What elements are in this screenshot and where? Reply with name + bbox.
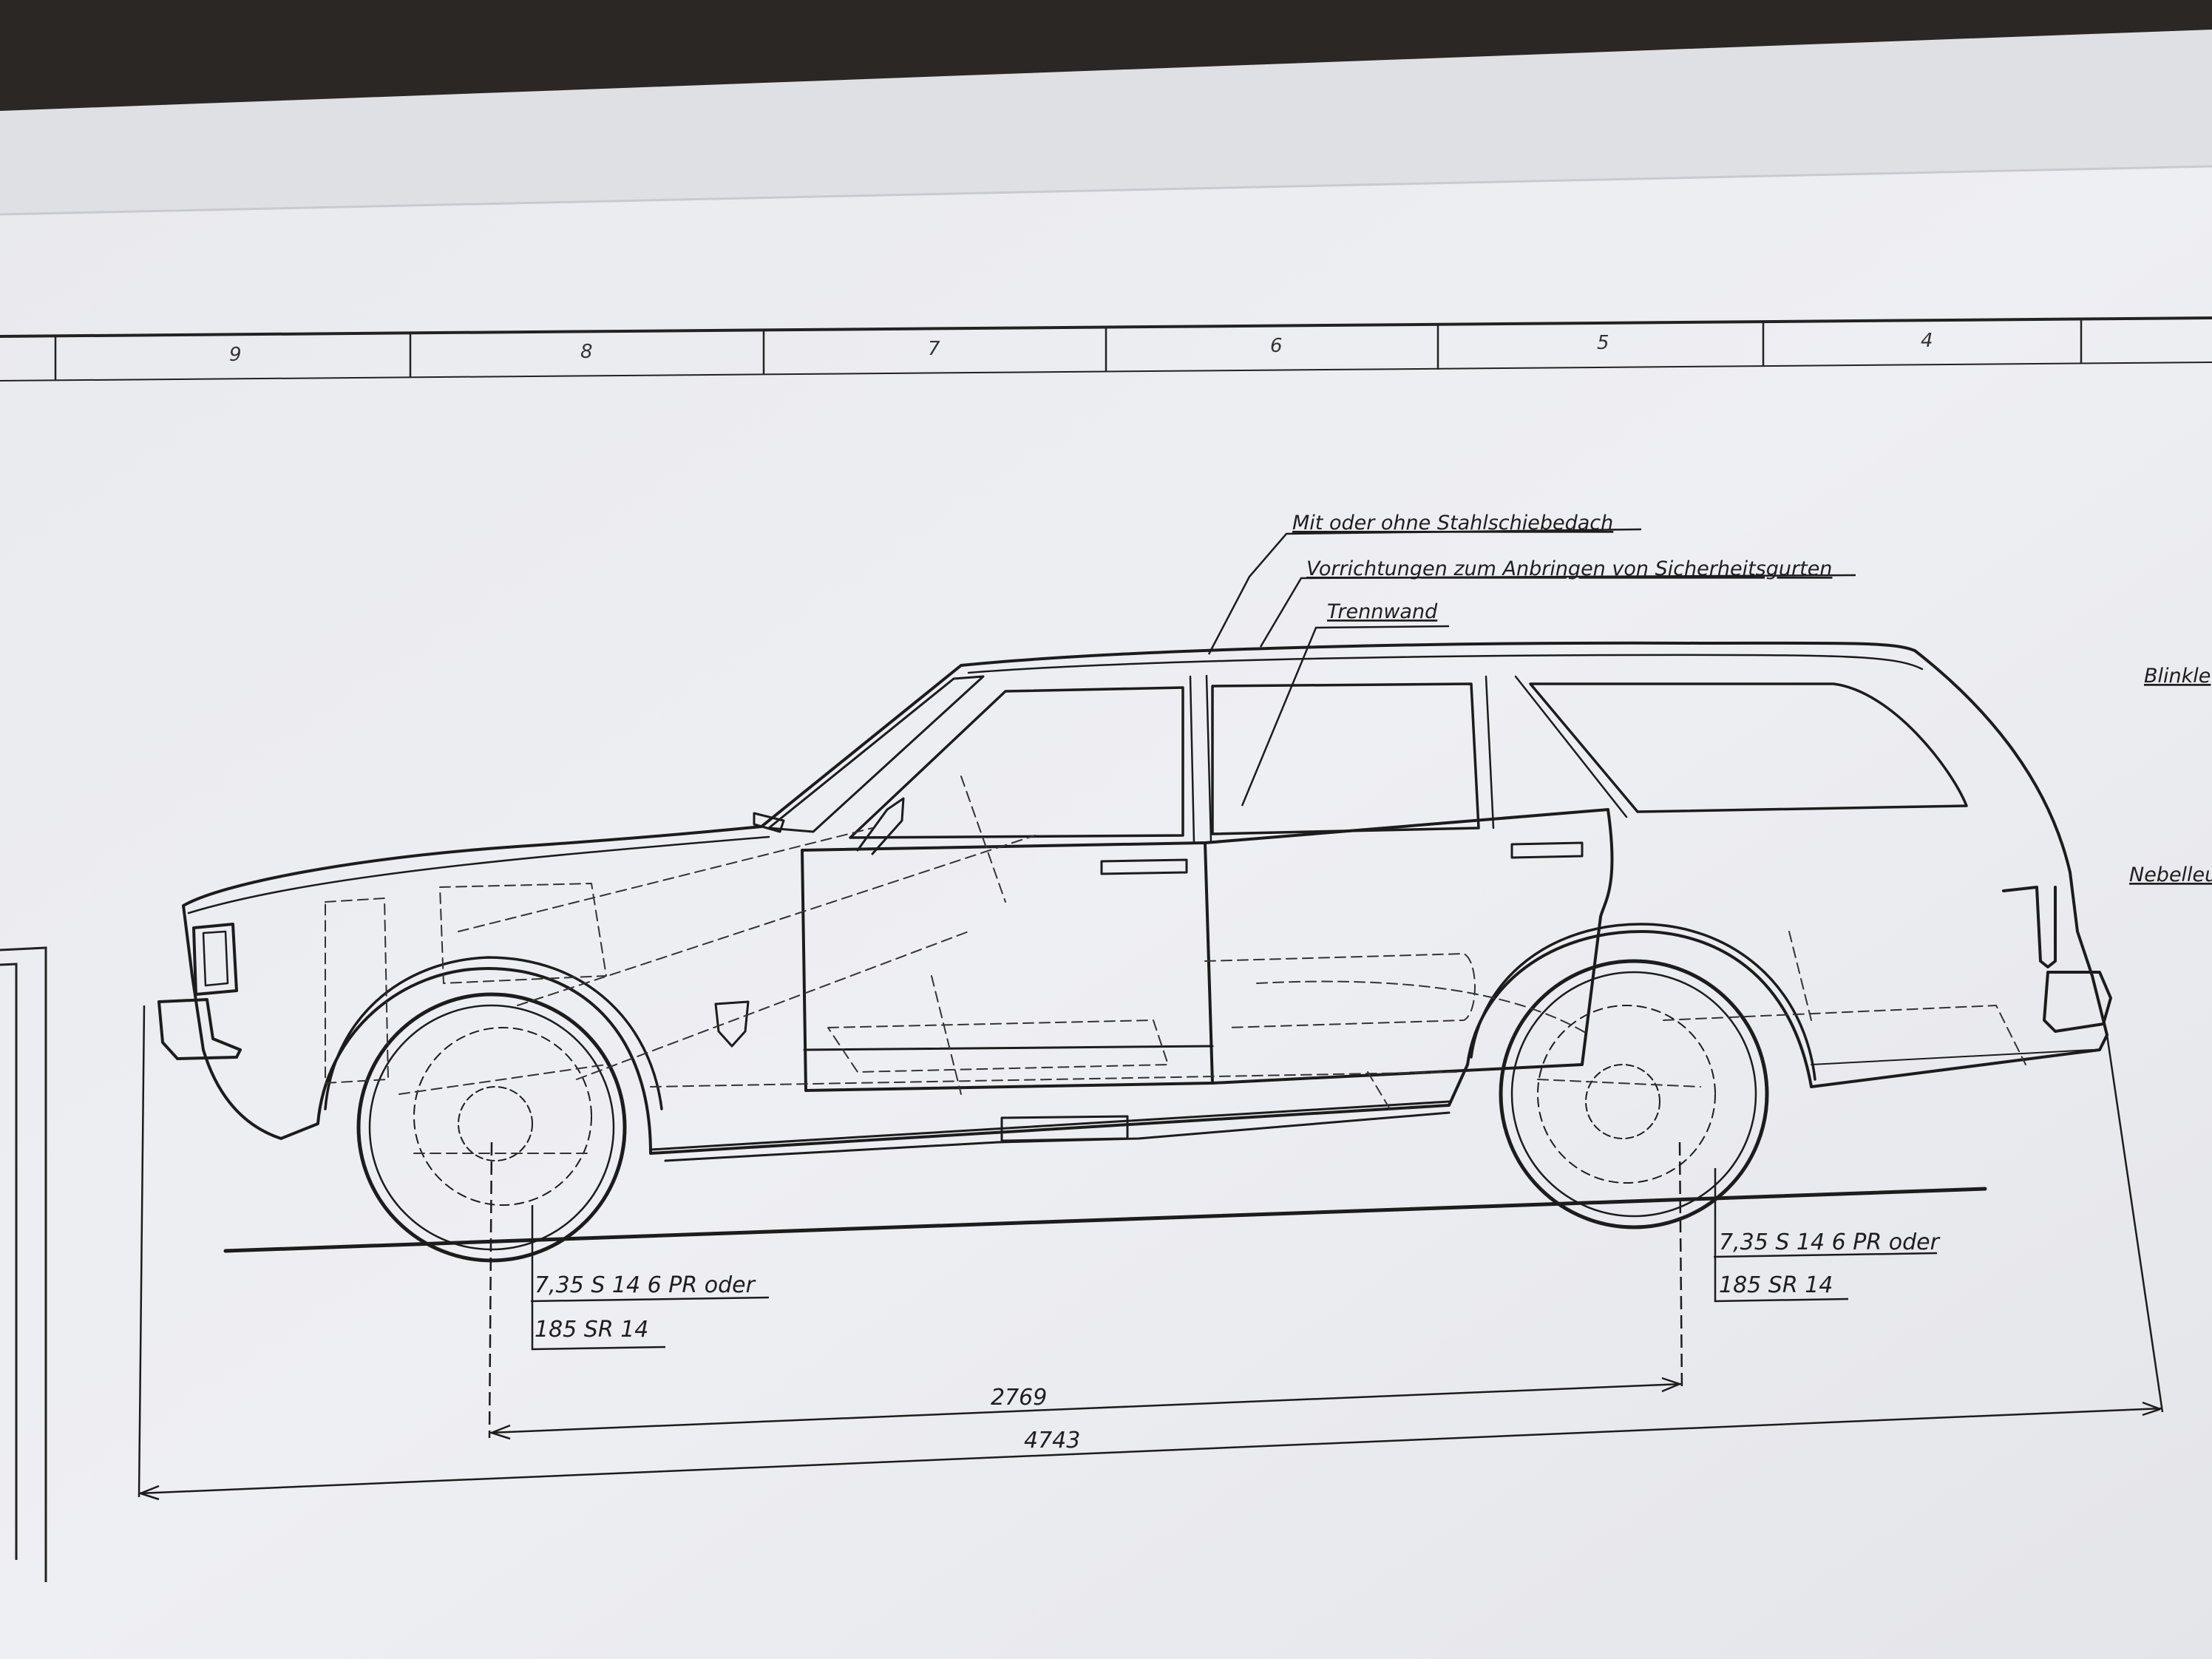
door-handle	[1100, 858, 1188, 875]
annotation-seatbelts: Vorrichtungen zum Anbringen von Sicherhe…	[1306, 557, 1832, 580]
zone-number: 6	[1270, 335, 1283, 357]
zone-numbers: 9 8 7 6 5 4	[229, 330, 1933, 366]
rear-door	[1204, 808, 1614, 1085]
rear-tire-size-1: 7,35 S 14 6 PR oder	[1719, 1229, 1941, 1255]
front-tire-size-1: 7,35 S 14 6 PR oder	[535, 1272, 756, 1298]
zone-number: 7	[928, 338, 940, 360]
tire-callout-rear: 7,35 S 14 6 PR oder 185 SR 14	[1713, 1168, 1941, 1303]
leader-lines	[1207, 528, 1856, 807]
rear-lamp	[2002, 886, 2057, 968]
door-handle	[1510, 841, 1584, 859]
front-bumper	[157, 998, 242, 1060]
drawing-sheet	[0, 166, 2212, 1659]
rear-bumper	[2043, 971, 2112, 1033]
zone-number: 4	[1921, 330, 1933, 352]
zone-strip	[0, 316, 2212, 381]
zone-number: 5	[1597, 332, 1609, 354]
body-outline	[182, 641, 2108, 1155]
annotation-indicator-cut: Blinkle	[2144, 665, 2211, 688]
dimension-lines	[138, 1005, 2164, 1501]
annotation-sunroof: Mit oder ohne Stahlschiebedach	[1292, 512, 1613, 535]
zone-number: 9	[229, 344, 242, 366]
hidden-mechanics	[325, 776, 2026, 1154]
zone-number: 8	[580, 341, 593, 363]
dimension-overall-length: 4743	[1024, 1428, 1080, 1453]
estate-car-side-view	[157, 641, 2112, 1263]
title-block-edge	[0, 946, 47, 1582]
front-tire-size-2: 185 SR 14	[535, 1317, 648, 1343]
side-mirror	[856, 797, 905, 855]
tire-callout-front: 7,35 S 14 6 PR oder 185 SR 14	[530, 1205, 770, 1351]
rear-window	[1211, 682, 1480, 835]
front-window	[849, 686, 1184, 839]
rear-wheel	[1499, 959, 1769, 1229]
quarter-window	[1529, 682, 1968, 813]
headlamp	[192, 923, 238, 996]
annotation-partition: Trennwand	[1327, 600, 1438, 623]
annotation-foglamp-cut: Nebelleu	[2129, 864, 2212, 886]
ground-line	[223, 1187, 1987, 1253]
dimension-wheelbase: 2769	[991, 1385, 1047, 1411]
rear-tire-size-2: 185 SR 14	[1719, 1272, 1833, 1298]
